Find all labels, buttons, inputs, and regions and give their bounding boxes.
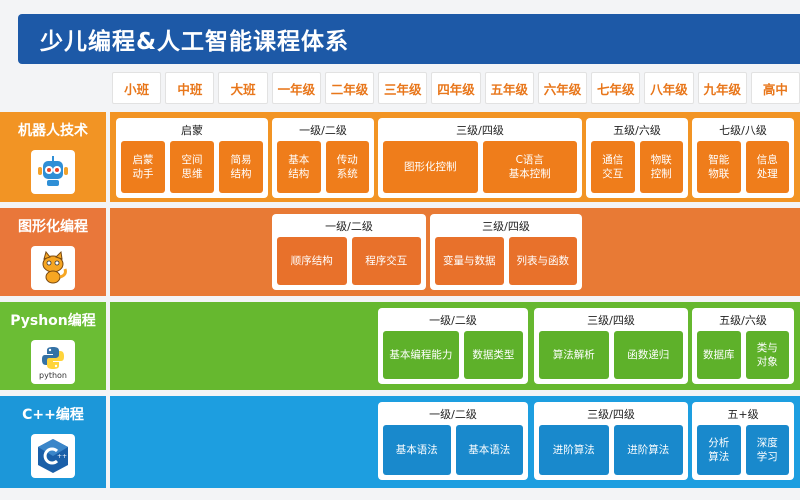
- course-item: 变量与数据: [435, 237, 504, 285]
- course-group: 一级/二级 顺序结构 程序交互: [272, 214, 426, 290]
- course-group: 一级/二级 基本编程能力 数据类型: [378, 308, 528, 384]
- course-item: 分析 算法: [697, 425, 741, 475]
- course-item: 传动 系统: [325, 141, 369, 193]
- row-robotics: 机器人技术 启蒙 启蒙 动手 空间 思维 简易 结构 一级/二级: [0, 112, 800, 202]
- row-scratch: 图形化编程 一级/二级 顺序结构 程序交互 三级/四级 变量与数据: [0, 208, 800, 296]
- course-item: 函数递归: [613, 331, 683, 379]
- grade-cell: 七年级: [591, 72, 641, 104]
- course-item: 基本编程能力: [383, 331, 459, 379]
- course-item: 程序交互: [351, 237, 421, 285]
- course-item: 算法解析: [539, 331, 609, 379]
- python-logo-text: python: [39, 370, 67, 380]
- grade-cell: 四年级: [431, 72, 481, 104]
- grade-cell: 高中: [750, 72, 800, 104]
- group-title: 三级/四级: [587, 408, 635, 421]
- page-title: 少儿编程&人工智能课程体系: [40, 29, 350, 55]
- course-group: 三级/四级 进阶算法 进阶算法: [534, 402, 688, 480]
- course-item: 数据类型: [463, 331, 523, 379]
- row-title: 图形化编程: [18, 219, 88, 235]
- group-title: 一级/二级: [429, 314, 477, 327]
- row-band: 一级/二级 顺序结构 程序交互 三级/四级 变量与数据 列表与函数: [110, 208, 800, 296]
- group-title: 五+级: [727, 408, 759, 421]
- course-item: 数据库: [697, 331, 741, 379]
- row-cpp: C++编程 ++ 一级/二级 基本语法 基本语法 三级/四级 进阶算法 进阶算法: [0, 396, 800, 488]
- course-item: 智能 物联: [697, 141, 741, 193]
- course-item: 列表与函数: [508, 237, 577, 285]
- course-item: 基本语法: [383, 425, 451, 475]
- svg-text:++: ++: [57, 453, 67, 460]
- python-icon: python: [31, 340, 75, 384]
- row-band: 一级/二级 基本编程能力 数据类型 三级/四级 算法解析 函数递归 五级/六级 …: [110, 302, 800, 390]
- robot-icon: [31, 150, 75, 194]
- course-item: 通信 交互: [591, 141, 635, 193]
- grade-cell: 中班: [165, 72, 215, 104]
- course-item: 基本 结构: [277, 141, 321, 193]
- grade-cell: 二年级: [324, 72, 375, 104]
- course-item: 空间 思维: [170, 141, 214, 193]
- group-title: 启蒙: [181, 124, 203, 137]
- grade-header: 小班 中班 大班 一年级 二年级 三年级 四年级 五年级 六年级 七年级 八年级…: [112, 72, 800, 104]
- course-group: 五+级 分析 算法 深度 学习: [692, 402, 794, 480]
- course-group: 五级/六级 数据库 类与 对象: [692, 308, 794, 384]
- group-title: 三级/四级: [482, 220, 530, 233]
- row-label: 机器人技术: [0, 112, 106, 202]
- course-item: 简易 结构: [219, 141, 263, 193]
- course-group: 启蒙 启蒙 动手 空间 思维 简易 结构: [116, 118, 268, 198]
- row-title: 机器人技术: [18, 123, 88, 139]
- course-item: 信息 处理: [745, 141, 789, 193]
- course-item: 物联 控制: [639, 141, 683, 193]
- course-group: 三级/四级 变量与数据 列表与函数: [430, 214, 582, 290]
- course-item: 深度 学习: [745, 425, 789, 475]
- group-title: 一级/二级: [429, 408, 477, 421]
- title-bar: 少儿编程&人工智能课程体系: [18, 14, 800, 64]
- row-label: Pyshon编程 python: [0, 302, 106, 390]
- row-label: 图形化编程: [0, 208, 106, 296]
- course-group: 三级/四级 算法解析 函数递归: [534, 308, 688, 384]
- group-title: 五级/六级: [613, 124, 661, 137]
- course-item: C语言 基本控制: [482, 141, 577, 193]
- cpp-icon: ++: [31, 434, 75, 478]
- grade-cell: 一年级: [271, 72, 321, 104]
- row-band: 启蒙 启蒙 动手 空间 思维 简易 结构 一级/二级 基本 结构 传动 系统 三…: [110, 112, 800, 202]
- group-title: 五级/六级: [719, 314, 767, 327]
- grade-cell: 小班: [112, 72, 162, 104]
- grade-cell: 大班: [218, 72, 268, 104]
- group-title: 七级/八级: [719, 124, 767, 137]
- course-item: 进阶算法: [613, 425, 683, 475]
- group-title: 三级/四级: [456, 124, 504, 137]
- grade-cell: 八年级: [644, 72, 694, 104]
- course-group: 三级/四级 图形化控制 C语言 基本控制: [378, 118, 582, 198]
- row-python: Pyshon编程 python 一级/二级 基本编程能力 数据类型 三级/四级 …: [0, 302, 800, 390]
- course-group: 五级/六级 通信 交互 物联 控制: [586, 118, 688, 198]
- group-title: 一级/二级: [299, 124, 347, 137]
- course-group: 七级/八级 智能 物联 信息 处理: [692, 118, 794, 198]
- course-group: 一级/二级 基本 结构 传动 系统: [272, 118, 374, 198]
- grade-cell: 三年级: [378, 72, 428, 104]
- group-title: 三级/四级: [587, 314, 635, 327]
- grade-cell: 五年级: [484, 72, 534, 104]
- course-item: 图形化控制: [383, 141, 478, 193]
- row-label: C++编程 ++: [0, 396, 106, 488]
- row-title: C++编程: [22, 407, 84, 423]
- row-title: Pyshon编程: [10, 313, 96, 329]
- grade-cell: 六年级: [537, 72, 588, 104]
- group-title: 一级/二级: [325, 220, 373, 233]
- course-item: 基本语法: [455, 425, 523, 475]
- course-item: 顺序结构: [277, 237, 347, 285]
- course-item: 进阶算法: [539, 425, 609, 475]
- grade-cell: 九年级: [697, 72, 747, 104]
- course-item: 启蒙 动手: [121, 141, 165, 193]
- course-item: 类与 对象: [745, 331, 789, 379]
- row-band: 一级/二级 基本语法 基本语法 三级/四级 进阶算法 进阶算法 五+级 分析 算…: [110, 396, 800, 488]
- scratch-cat-icon: [31, 246, 75, 290]
- course-group: 一级/二级 基本语法 基本语法: [378, 402, 528, 480]
